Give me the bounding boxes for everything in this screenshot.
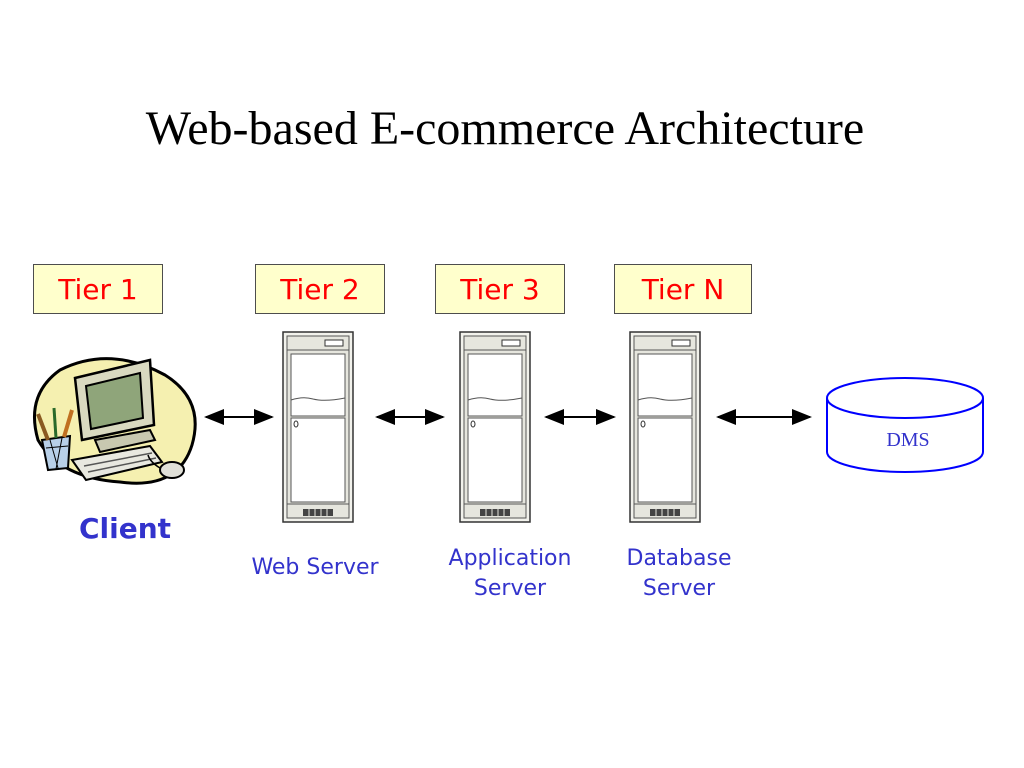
slide-title: Web-based E-commerce Architecture [145, 102, 865, 155]
web-server-label: Web Server [251, 555, 379, 580]
server-tower-icon [282, 331, 354, 523]
tier-3-label: Tier 3 [435, 264, 565, 314]
server-tower-icon [629, 331, 701, 523]
client-label: Client [78, 512, 172, 545]
database-server-label-line-1: Database [626, 546, 732, 571]
database-server-label-line-2: Server [642, 576, 716, 601]
tier-n-label: Tier N [614, 264, 752, 314]
application-server-label-line-1: Application [448, 546, 572, 571]
computer-clipart-icon [33, 357, 197, 485]
tier-1-label: Tier 1 [33, 264, 163, 314]
database-cylinder-icon: DMS [826, 377, 984, 473]
tier-2-label: Tier 2 [255, 264, 385, 314]
application-server-label-line-2: Server [473, 576, 547, 601]
server-tower-icon [459, 331, 531, 523]
application-server-label: Application Server [425, 544, 595, 604]
database-server-label: Database Server [594, 544, 764, 604]
dms-label: DMS [886, 429, 929, 451]
